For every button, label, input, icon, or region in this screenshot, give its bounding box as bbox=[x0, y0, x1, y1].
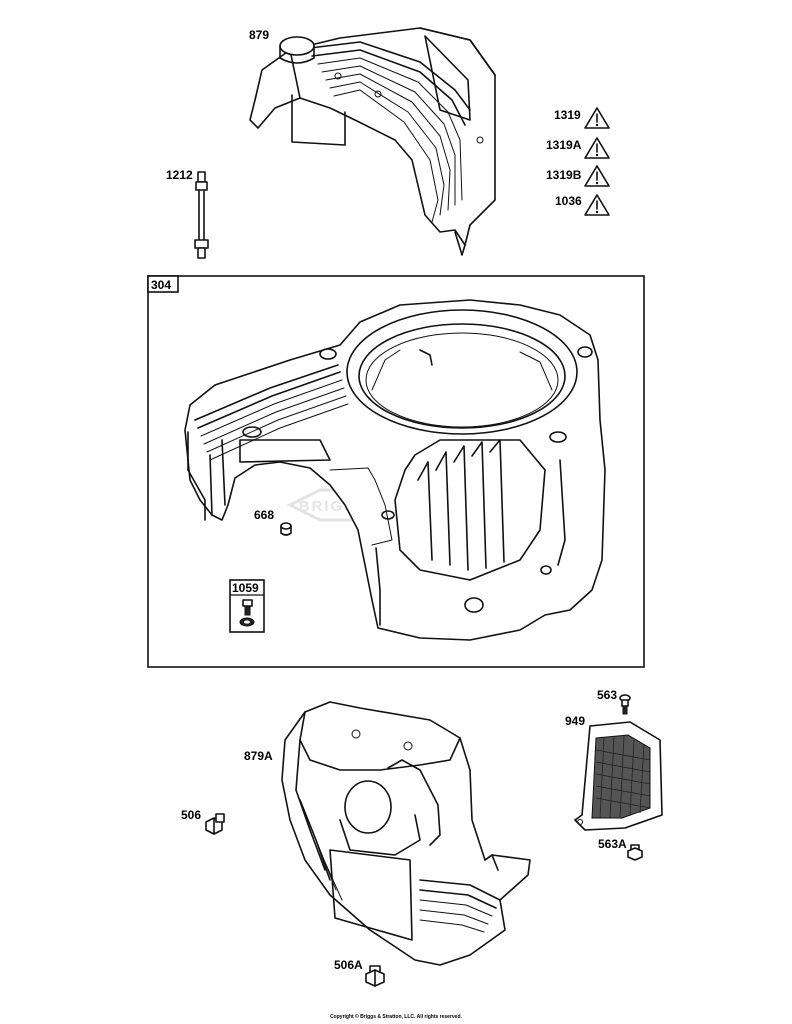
warning-triangle-icon bbox=[584, 194, 610, 216]
warning-triangle-icon bbox=[584, 137, 610, 159]
callout-304: 304 bbox=[151, 278, 172, 292]
copyright-notice: Copyright © Briggs & Stratton, LLC. All … bbox=[330, 1014, 462, 1020]
callout-1319A: 1319A bbox=[546, 138, 582, 152]
callout-1036: 1036 bbox=[555, 194, 582, 208]
part-563-screw bbox=[619, 694, 631, 715]
part-879A-lower-housing bbox=[281, 701, 531, 966]
callout-879A: 879A bbox=[244, 749, 273, 763]
callout-949: 949 bbox=[565, 714, 586, 728]
part-304-frame bbox=[147, 275, 645, 668]
callout-879: 879 bbox=[249, 28, 270, 42]
part-879-housing-cover bbox=[249, 27, 496, 256]
warning-labels bbox=[584, 107, 610, 216]
part-506-bolt bbox=[205, 813, 225, 835]
warning-triangle-icon bbox=[584, 165, 610, 187]
part-304-blower-housing bbox=[184, 299, 606, 641]
warning-triangle-icon bbox=[584, 107, 610, 129]
part-949-screen bbox=[574, 721, 663, 831]
part-668-grommet bbox=[280, 522, 292, 536]
callout-668: 668 bbox=[254, 508, 275, 522]
callout-1212: 1212 bbox=[166, 168, 193, 182]
callout-1319: 1319 bbox=[554, 108, 581, 122]
callout-1319B: 1319B bbox=[546, 168, 582, 182]
callout-1059: 1059 bbox=[232, 581, 259, 595]
callout-563: 563 bbox=[597, 688, 618, 702]
part-506A-bolt bbox=[365, 965, 385, 987]
part-1212-stud bbox=[194, 171, 209, 259]
callout-506: 506 bbox=[181, 808, 202, 822]
callout-563A: 563A bbox=[598, 837, 627, 851]
part-304-label-box bbox=[147, 275, 179, 293]
part-563A-screw bbox=[627, 844, 643, 861]
part-1059-kit-box bbox=[229, 579, 265, 633]
callout-506A: 506A bbox=[334, 958, 363, 972]
